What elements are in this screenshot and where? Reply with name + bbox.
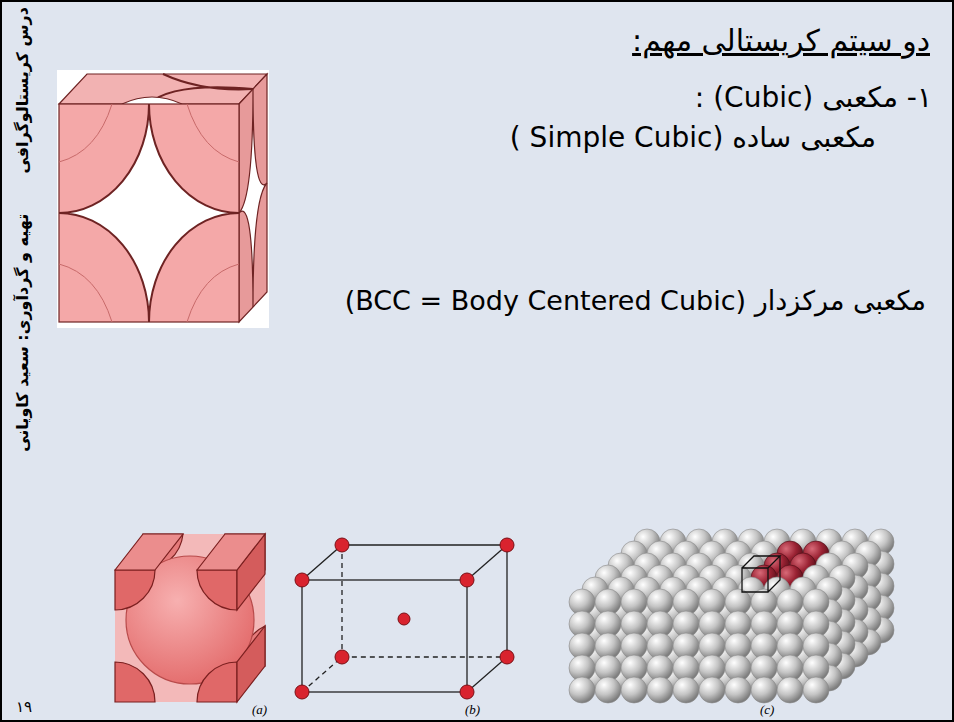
atom-sphere	[673, 677, 699, 703]
atom-sphere	[725, 677, 751, 703]
atom-sphere	[699, 677, 725, 703]
simple-cubic-cell	[57, 70, 269, 328]
atom-sphere	[621, 677, 647, 703]
structure-name: مکعبی مرکزدار (BCC = Body Centered Cubic…	[345, 284, 926, 318]
page-number: ۱۹	[16, 698, 32, 717]
course-name: درس کریستالوگرافی	[13, 7, 32, 174]
atom-sphere	[777, 677, 803, 703]
bcc-lattice-cell	[295, 538, 514, 699]
figure-letter: (b)	[465, 702, 480, 718]
atom-sphere	[751, 677, 777, 703]
bcc-sphere-model	[115, 534, 265, 702]
unit-cell-outline	[742, 556, 780, 592]
author-credit: تهیه و گردآوری: سعید کاویانی	[13, 214, 32, 452]
atom-sphere	[803, 677, 829, 703]
figure-letter: (a)	[252, 702, 267, 718]
atom-sphere	[595, 677, 621, 703]
slide-title: دو سیتم کریستالی مهم:	[632, 22, 930, 60]
bcc-crystal-block	[569, 529, 894, 703]
structure-name: مکعبی ساده (Simple Cubic )	[510, 120, 876, 155]
atom-sphere	[569, 677, 595, 703]
atom-sphere	[647, 677, 673, 703]
figure-letter: (c)	[760, 702, 774, 718]
course-sidebar: درس کریستالوگرافی تهیه و گردآوری: سعید کا…	[9, 7, 35, 487]
section-heading: ۱- مکعبی (Cubic) :	[695, 80, 932, 115]
